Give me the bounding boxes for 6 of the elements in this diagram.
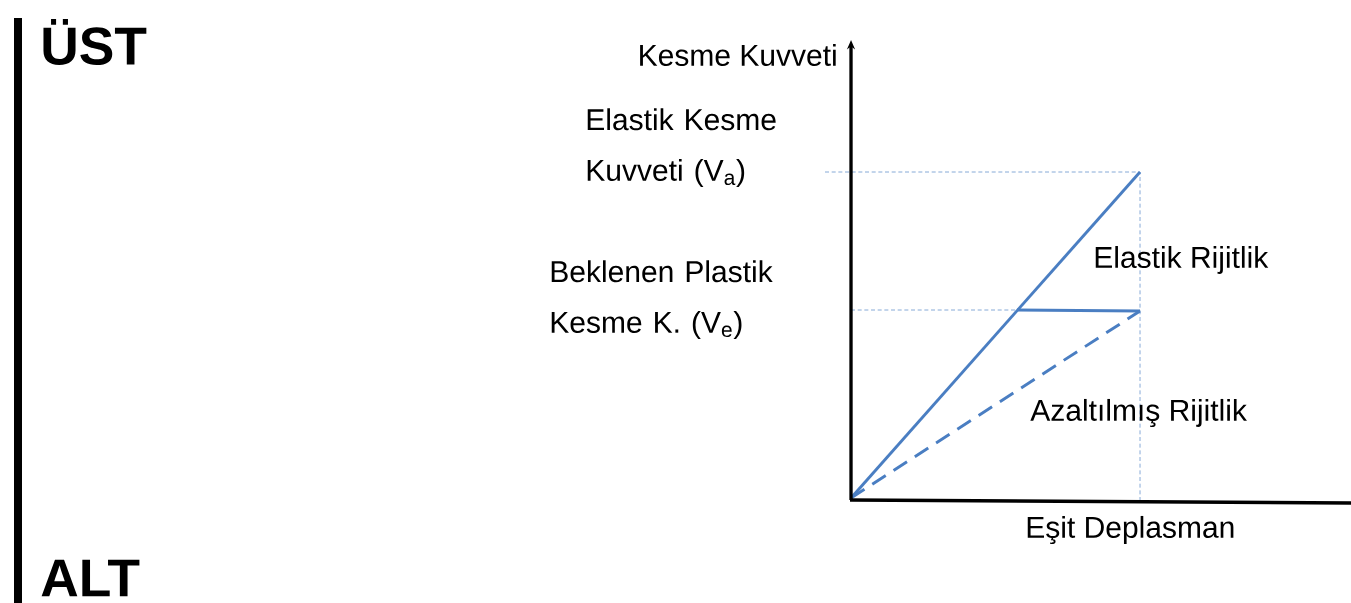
- point-label: Beklenen Plastik Kesme K. (V$_{e}$): [551, 260, 773, 339]
- axis-label: Eşit Deplasman: [1027, 515, 1234, 545]
- scale-label: ÜST: [43, 18, 147, 66]
- point-label: Elastik Kesme Kuvveti (V$_{a}$): [587, 108, 776, 187]
- scale-label: ALT: [41, 559, 140, 597]
- axis-label: Kesme Kuvveti: [640, 43, 836, 66]
